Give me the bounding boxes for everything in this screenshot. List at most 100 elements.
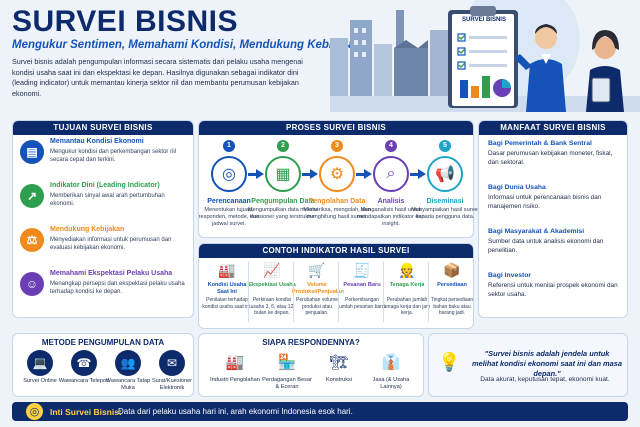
manfaat-item-desc: Informasi untuk perencanaan bisnis dan m… [488,194,602,210]
manfaat-item-heading: Bagi Investor [488,272,532,279]
step-number-badge: 5 [439,140,451,152]
tujuan-item: ↗ Indikator Dini (Leading Indicator) Membe… [20,182,190,222]
page-title: SURVEI BISNIS [12,5,239,38]
tujuan-item-heading: Mendukung Kebijakan [50,226,125,233]
footer-label: Inti Survei Bisnis: [50,407,122,417]
factory-icon: 🏭 [225,354,245,371]
page-subtitle: Mengukur Sentimen, Memahami Kondisi, Men… [12,39,362,51]
tujuan-item-desc: Memberikan sinyal awal arah pertumbuhan … [50,193,165,207]
footer-bar [12,402,628,421]
indicator-heading: Persediaan [437,282,467,288]
tujuan-item-heading: Indikator Dini (Leading Indicator) [50,182,160,189]
respondent-label: Jasa (& Usaha Lainnya) [372,377,410,390]
step-number-badge: 2 [277,140,289,152]
manfaat-panel: MANFAAT SURVEI BISNIS [478,120,628,318]
manfaat-item-heading: Bagi Masyarakat & Akademisi [488,228,585,235]
indicator-heading: Pesanan Baru [343,282,381,288]
growth-icon: 📈 [263,261,281,278]
indicator-desc: Perubahan volume produksi atau penjualan… [296,297,338,316]
indicator-heading: Kondisi Usaha Saat Ini [207,282,247,295]
target-icon: ◎ [211,156,247,192]
intro-text: Survei bisnis adalah pengumpulan informa… [12,57,303,98]
manfaat-item-heading: Bagi Pemerintah & Bank Sentral [488,140,592,147]
step-desc: Menganalisis hasil untuk mendapatkan ind… [357,207,425,227]
manfaat-item-heading: Bagi Dunia Usaha [488,184,546,191]
quote-subtext: Data akurat, keputusan tepat, ekonomi ku… [480,376,610,383]
respondent-label: Konstruksi [325,377,353,383]
mail-icon: ✉ [159,350,185,376]
indicator-desc: Perkembangan jumlah pesanan baru. [337,297,387,310]
method-label: Wawancara Tatap Muka [105,378,151,391]
indicator-heading: Ekspektasi Usaha [248,282,296,288]
step-desc: Mengumpulkan data melalui kuesioner yang… [248,207,318,220]
indicator-desc: Tingkat persediaan bahan baku atau baran… [430,297,474,316]
worker-icon: 👷 [398,261,416,278]
phone-icon: ☎ [71,350,97,376]
step-heading: Perencanaan [207,198,251,205]
indicator-divider [383,262,384,322]
step-desc: Memeriksa, mengolah, dan menghitung hasi… [303,207,371,220]
method-label: Surat/Kuesioner Elektronik [151,378,193,391]
manfaat-item-desc: Sumber data untuk analisis ekonomi dan p… [488,238,604,254]
indicator-divider [338,262,339,322]
clipboard-label: SURVEI BISNIS [462,17,506,23]
lightbulb-icon: 💡 [438,352,461,372]
interview-icon: 👥 [115,350,141,376]
tujuan-item-heading: Memahami Ekspektasi Pelaku Usaha [50,270,173,277]
indicator-divider [293,262,294,322]
tujuan-item-desc: Mengukur kondisi dan perkembangan sektor… [50,149,177,163]
indicator-desc: Penilaian terhadap kondisi usaha saat in… [202,297,252,310]
step-arrow [248,169,264,179]
quote-panel [428,333,628,397]
quote-text: "Survei bisnis adalah jendela untuk meli… [472,349,622,378]
respondent-label: Perdagangan Besar & Eceran [262,377,312,390]
indicator-divider [428,262,429,322]
step-arrow [302,169,318,179]
step-desc: Menyampaikan hasil survei kepada penggun… [411,207,479,220]
method-label: Wawancara Telepon [58,378,110,384]
crane-icon: 🏗 [329,354,349,371]
step-arrow [410,169,426,179]
business-person-icon: 👔 [381,354,401,371]
metode-title: METODE PENGUMPULAN DATA [41,338,165,347]
city-skyline-illustration [330,0,640,112]
hero-illustration: SURVEI BISNIS [330,0,640,112]
factory-icon: 🏭 [218,261,236,278]
proses-title: PROSES SURVEI BISNIS [199,121,473,135]
analysis-icon: ⌕ [373,156,409,192]
laptop-icon: 💻 [27,350,53,376]
step-heading: Pengolahan Data [308,198,366,205]
step-number-badge: 3 [331,140,343,152]
policy-icon: ⚖ [20,228,44,252]
shop-icon: 🏪 [277,354,297,371]
cart-icon: 🛒 [308,261,326,278]
step-heading: Diseminasi [426,198,464,205]
tujuan-item-desc: Menyediakan informasi untuk perumusan da… [50,237,172,251]
step-heading: Analisis [377,198,405,205]
gear-icon: ⚙ [319,156,355,192]
manfaat-item-desc: Dasar perumusan kebijakan moneter, fiska… [488,150,613,166]
step-desc: Menentukan tujuan, responden, metode, da… [198,207,260,227]
manfaat-item-desc: Referensi untuk menilai prospek ekonomi … [488,282,618,298]
respondent-label: Industri Pengolahan [210,377,260,383]
step-heading: Pengumpulan Data [251,198,315,205]
trend-icon: ↗ [20,184,44,208]
step-number-badge: 4 [385,140,397,152]
manfaat-title: MANFAAT SURVEI BISNIS [479,121,627,135]
order-icon: 🧾 [353,261,371,278]
chart-icon: ▤ [20,140,44,164]
indicator-heading: Tenaga Kerja [389,282,425,288]
footer-text: Data dari pelaku usaha hari ini, arah ek… [118,407,353,416]
indicator-desc: Perkiraan kondisi usaha 3, 6, atau 12 bu… [250,297,294,316]
step-number-badge: 1 [223,140,235,152]
tujuan-item-desc: Menangkap persepsi dan ekspektasi pelaku… [50,281,185,295]
box-icon: 📦 [443,261,461,278]
people-icon: ☺ [20,272,44,296]
method-label: Survei Online [23,378,57,384]
indikator-title: CONTOH INDIKATOR HASIL SURVEI [199,244,473,258]
target-icon: ◎ [26,403,43,420]
indicator-divider [248,262,249,322]
megaphone-icon: 📢 [427,156,463,192]
